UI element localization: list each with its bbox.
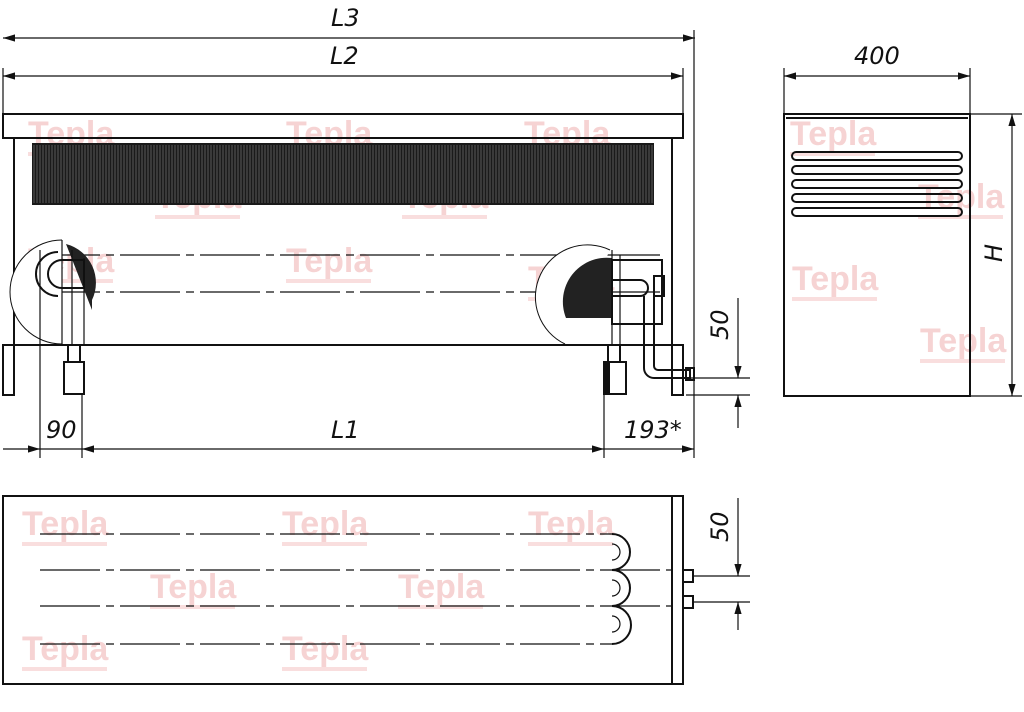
dim-50-top: 50 (706, 511, 734, 542)
left-pipe-bend (9, 239, 96, 345)
dim-400: 400 (854, 42, 900, 70)
dim-L3: L3 (331, 4, 360, 32)
svg-text:Tepla: Tepla (286, 242, 373, 280)
top-connector-upper (682, 569, 694, 583)
watermark: Tepla (792, 260, 879, 301)
top-cover (2, 113, 684, 139)
dim-50-front: 50 (706, 309, 734, 340)
watermark: Tepla (920, 322, 1007, 363)
top-connector-lower (682, 595, 694, 609)
svg-text:Tepla: Tepla (22, 505, 109, 543)
heat-exchanger-fins (32, 143, 654, 205)
watermark: Tepla (22, 505, 109, 546)
watermark: Tepla (22, 630, 109, 671)
svg-text:Tepla: Tepla (528, 505, 615, 543)
dim-L1: L1 (331, 416, 360, 444)
front-dimensions: L3 L2 90 L1 193* 50 (2, 4, 750, 458)
svg-text:Tepla: Tepla (790, 115, 877, 153)
watermark: Tepla (528, 505, 615, 546)
dim-90: 90 (46, 416, 77, 444)
watermark: Tepla (150, 568, 237, 609)
side-view: 400 H (783, 42, 1022, 397)
front-view (2, 113, 695, 396)
svg-text:Tepla: Tepla (920, 322, 1007, 360)
left-foot (63, 361, 85, 395)
watermark: Tepla (282, 630, 369, 671)
watermark: Tepla (286, 242, 373, 283)
left-leg (2, 344, 15, 396)
svg-text:Tepla: Tepla (792, 260, 879, 298)
dim-H: H (980, 244, 1008, 262)
dim-L2: L2 (330, 42, 359, 70)
right-pipe-connection (534, 244, 695, 381)
svg-text:Tepla: Tepla (282, 630, 369, 668)
svg-text:Tepla: Tepla (150, 568, 237, 606)
watermark: Tepla (282, 505, 369, 546)
watermark: Tepla (790, 115, 877, 156)
svg-text:Tepla: Tepla (282, 505, 369, 543)
svg-text:Tepla: Tepla (22, 630, 109, 668)
side-grille-slots (791, 151, 963, 217)
dim-193: 193* (624, 416, 682, 444)
svg-text:Tepla: Tepla (398, 568, 485, 606)
top-view: 50 (2, 495, 750, 685)
watermark: Tepla (398, 568, 485, 609)
